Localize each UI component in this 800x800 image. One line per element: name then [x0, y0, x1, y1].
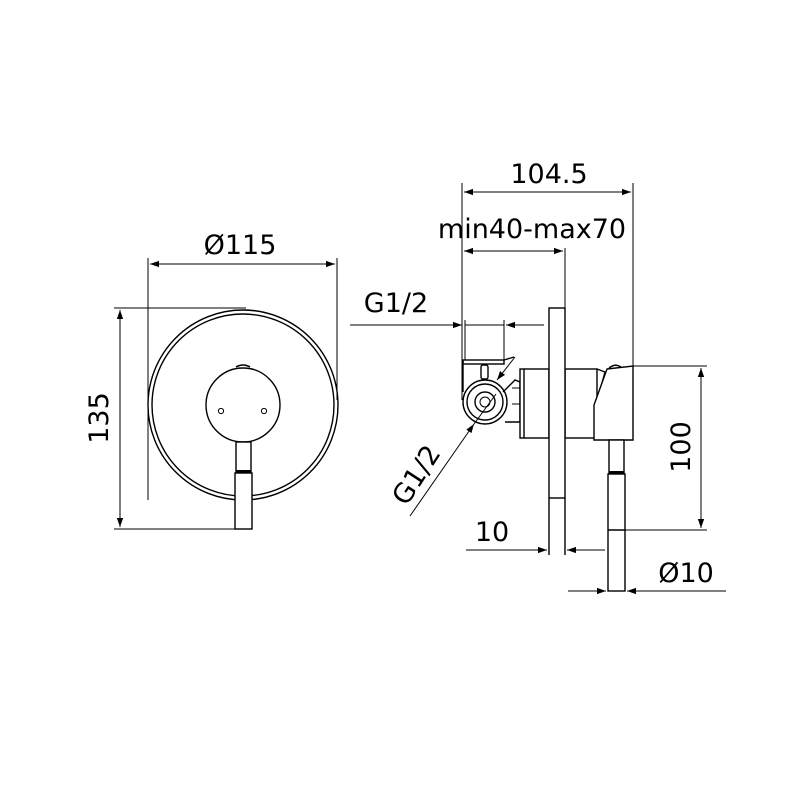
hub-screw-left	[217, 407, 225, 415]
dimension-diameter-115: Ø115	[147, 230, 338, 500]
hub-screw-right	[260, 407, 268, 415]
inlet-top-label: G1/2	[364, 288, 428, 319]
depth-label: 104.5	[510, 159, 587, 190]
side-view: 104.5 min40-max70 G1/2	[350, 159, 726, 595]
dimension-lever-height-100: 100	[625, 365, 707, 531]
wall-plate	[548, 307, 566, 555]
height-label: 135	[84, 392, 115, 444]
install-depth-label: min40-max70	[438, 214, 626, 245]
dimension-install-depth: min40-max70	[438, 214, 626, 310]
handle-hub	[205, 367, 281, 443]
lever-height-label: 100	[666, 421, 697, 473]
plate-thickness-label: 10	[475, 517, 509, 548]
handle-block	[593, 364, 634, 441]
dimension-plate-10: 10	[466, 517, 605, 554]
hub-top-notch	[235, 364, 251, 368]
dimension-inlet-side: G1/2	[386, 356, 516, 517]
inlet-fitting	[462, 356, 521, 425]
dimension-lever-diameter-10: Ø10	[568, 558, 726, 595]
dimension-height-135: 135	[84, 307, 252, 530]
lever	[234, 441, 253, 530]
diameter-label: Ø115	[204, 230, 277, 261]
valve-body	[519, 368, 606, 439]
lever-side	[607, 439, 626, 592]
lever-diameter-label: Ø10	[658, 558, 714, 589]
front-view: Ø115 135	[84, 230, 339, 530]
dimension-inlet-top: G1/2	[350, 288, 544, 360]
dimension-depth-104-5: 104.5	[461, 159, 634, 400]
